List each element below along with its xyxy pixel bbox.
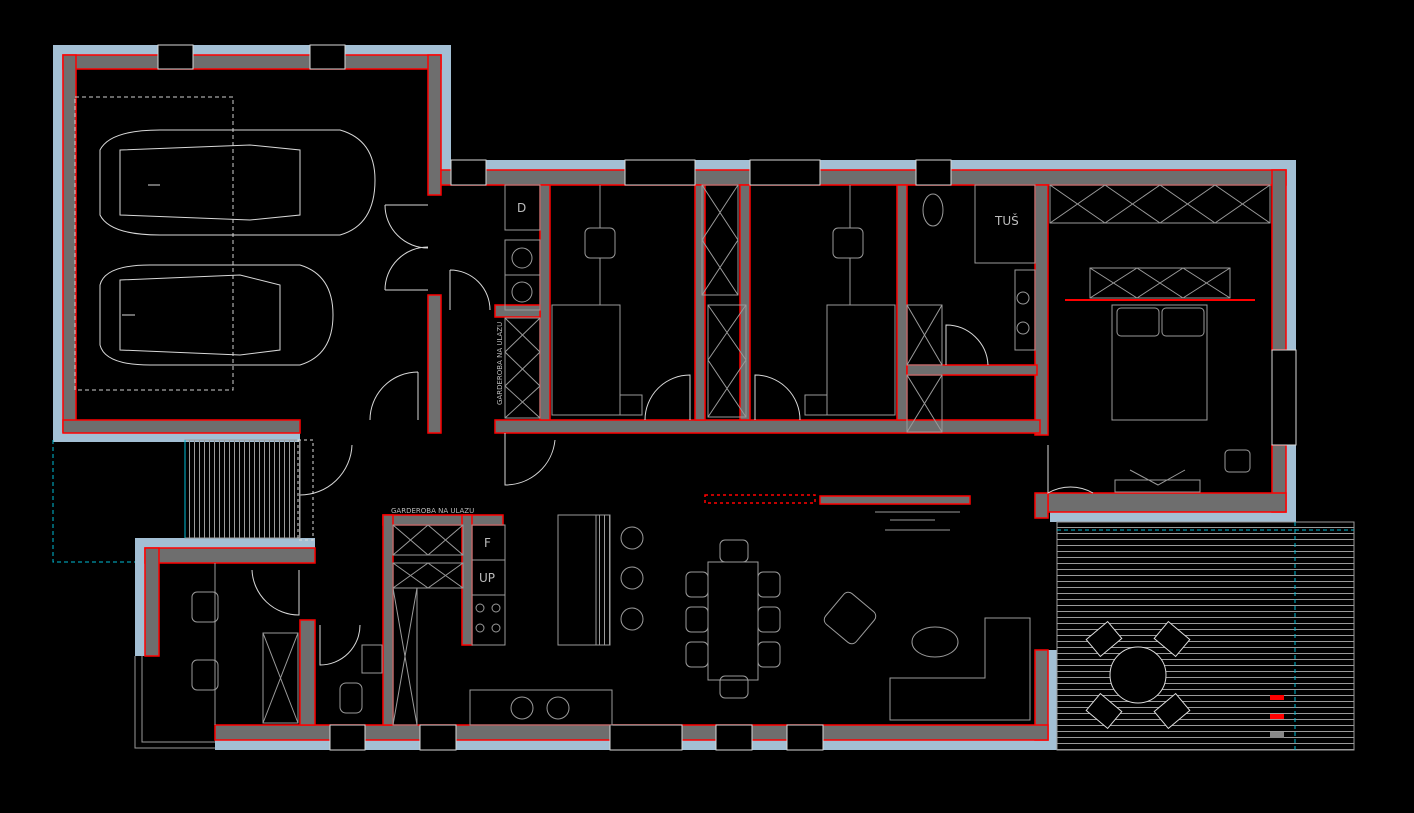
doors <box>251 204 1094 666</box>
master-bedroom <box>1049 184 1271 493</box>
entry-steps <box>52 439 314 563</box>
entry-wardrobe-label: GARDEROBA NA ULAZU <box>391 507 474 515</box>
kitchen: GARDEROBA NA ULAZU F UP <box>391 507 644 726</box>
kids-rooms <box>551 184 896 418</box>
car-icon <box>99 264 334 366</box>
entry-wardrobe-label-vertical: GARDEROBA NA ULAZU <box>496 322 504 405</box>
dryer-label: D <box>517 201 526 215</box>
terrace <box>1056 521 1355 751</box>
bathroom: TUŠ <box>906 184 1036 433</box>
windows <box>157 44 1297 751</box>
patio-table <box>1085 620 1191 730</box>
laundry: D GARDEROBA NA ULAZU <box>496 184 541 419</box>
oven-label: UP <box>479 571 495 585</box>
wardrobe <box>504 317 541 419</box>
office <box>134 563 383 749</box>
car-icon <box>99 129 376 236</box>
fridge-label: F <box>484 536 491 550</box>
shower-label: TUŠ <box>994 213 1019 228</box>
living-dining <box>685 511 1031 721</box>
garage <box>74 96 376 391</box>
